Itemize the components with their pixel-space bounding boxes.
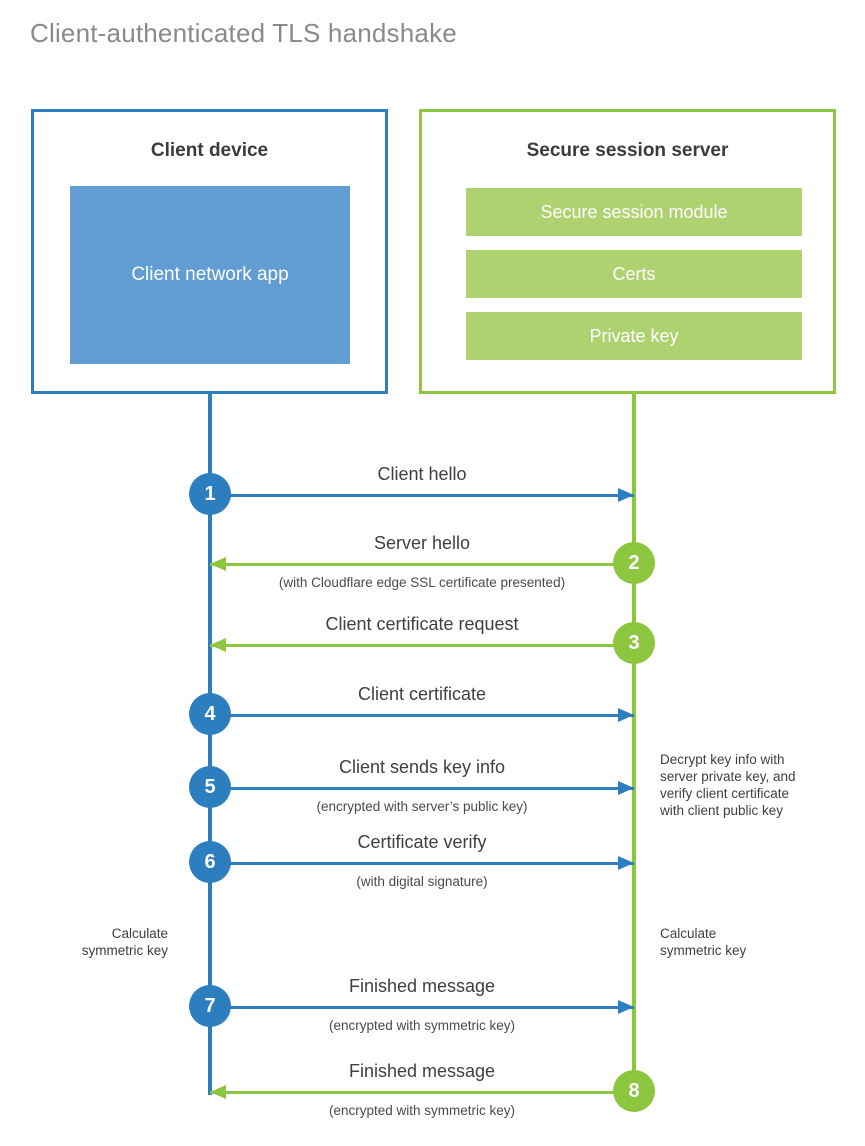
message-label-1: Client hello: [377, 464, 467, 484]
arrow-head-8: [210, 1085, 226, 1099]
step-badge-3: 3: [613, 622, 655, 664]
client-network-app-block: Client network app: [70, 186, 350, 364]
server-decrypt-annotation: Decrypt key info with server private key…: [660, 752, 796, 818]
message-label-6: Certificate verify: [357, 832, 487, 852]
server-calculate-annotation: Calculate symmetric key: [660, 926, 747, 958]
client-device-box: Client device Client network app: [31, 109, 388, 394]
secure-session-server-title: Secure session server: [526, 140, 729, 161]
step-badge-1: 1: [189, 473, 231, 515]
step-badge-6: 6: [189, 841, 231, 883]
client-calculate-annotation: Calculate symmetric key: [81, 926, 168, 958]
arrow-line-8: [210, 1091, 634, 1094]
message-label-3: Client certificate request: [325, 614, 519, 634]
step-badge-7: 7: [189, 985, 231, 1027]
arrow-head-1: [618, 488, 634, 502]
arrow-head-4: [618, 708, 634, 722]
server-component-row: Certs: [466, 250, 802, 298]
server-component-row: Private key: [466, 312, 802, 360]
arrow-head-3: [210, 638, 226, 652]
message-label-4: Client certificate: [357, 684, 487, 704]
message-label-8: Finished message: [348, 1061, 496, 1081]
message-sublabel-6: (with digital signature): [356, 874, 488, 889]
step-badge-4: 4: [189, 693, 231, 735]
arrow-line-4: [210, 714, 634, 717]
message-sublabel-2: (with Cloudflare edge SSL certificate pr…: [278, 575, 566, 590]
server-component-row: Secure session module: [466, 188, 802, 236]
message-label-7: Finished message: [348, 976, 496, 996]
arrow-line-7: [210, 1006, 634, 1009]
message-sublabel-7: (encrypted with symmetric key): [328, 1018, 516, 1033]
page-title: Client-authenticated TLS handshake: [30, 18, 457, 48]
message-sublabel-5: (encrypted with server’s public key): [316, 799, 528, 814]
client-lifeline: [208, 393, 212, 1095]
arrow-line-1: [210, 494, 634, 497]
server-component-list: Secure session module Certs Private key: [466, 188, 802, 374]
step-badge-2: 2: [613, 542, 655, 584]
arrow-line-2: [210, 563, 634, 566]
client-device-title: Client device: [150, 140, 269, 161]
step-badge-8: 8: [613, 1070, 655, 1112]
arrow-line-3: [210, 644, 634, 647]
arrow-line-6: [210, 862, 634, 865]
message-label-2: Server hello: [373, 533, 471, 553]
server-lifeline: [632, 393, 636, 1093]
step-badge-5: 5: [189, 766, 231, 808]
arrow-head-6: [618, 856, 634, 870]
arrow-head-5: [618, 781, 634, 795]
message-label-5: Client sends key info: [338, 757, 506, 777]
secure-session-server-box: Secure session server Secure session mod…: [419, 109, 836, 394]
arrow-head-7: [618, 1000, 634, 1014]
arrow-line-5: [210, 787, 634, 790]
message-sublabel-8: (encrypted with symmetric key): [328, 1103, 516, 1118]
arrow-head-2: [210, 557, 226, 571]
